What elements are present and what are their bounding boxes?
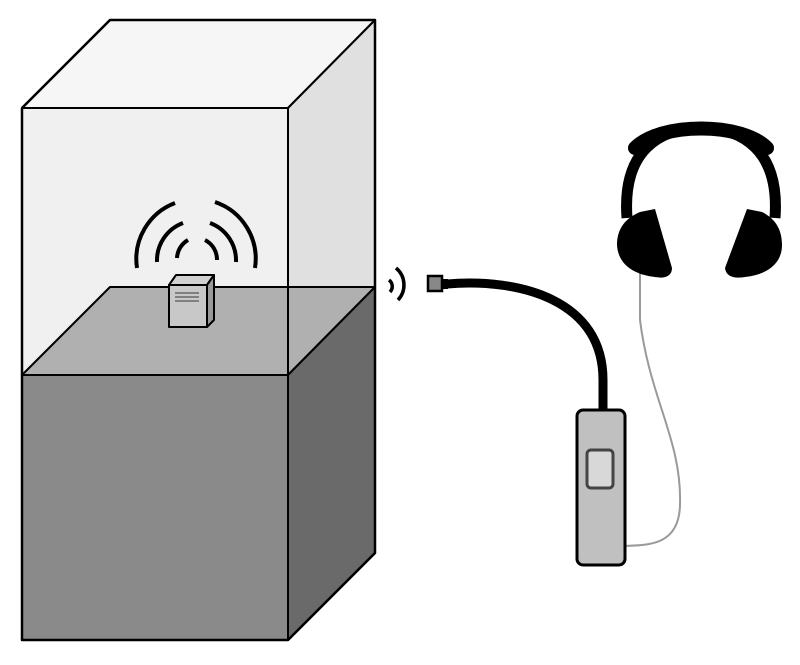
base-front-face	[21, 374, 289, 641]
left-ear-cup	[617, 209, 672, 278]
antenna-cable	[446, 278, 608, 412]
transmitter-front	[168, 284, 208, 328]
transmitter-side	[206, 274, 215, 328]
right-ear-cup	[725, 209, 782, 278]
receiver-screen	[585, 448, 615, 490]
transmitter-label-lines	[175, 292, 199, 302]
transmitter	[168, 274, 215, 328]
headphones-icon	[617, 121, 782, 278]
connector-tip	[442, 279, 448, 289]
enclosure	[20, 18, 377, 642]
earphone-cable	[623, 272, 682, 547]
headband-pad	[628, 121, 774, 155]
signal-waves-icon	[134, 200, 258, 269]
enclosure-outline	[20, 18, 377, 642]
antenna-connector	[426, 274, 444, 293]
receiver	[426, 272, 682, 567]
receive-waves-icon	[387, 266, 406, 302]
